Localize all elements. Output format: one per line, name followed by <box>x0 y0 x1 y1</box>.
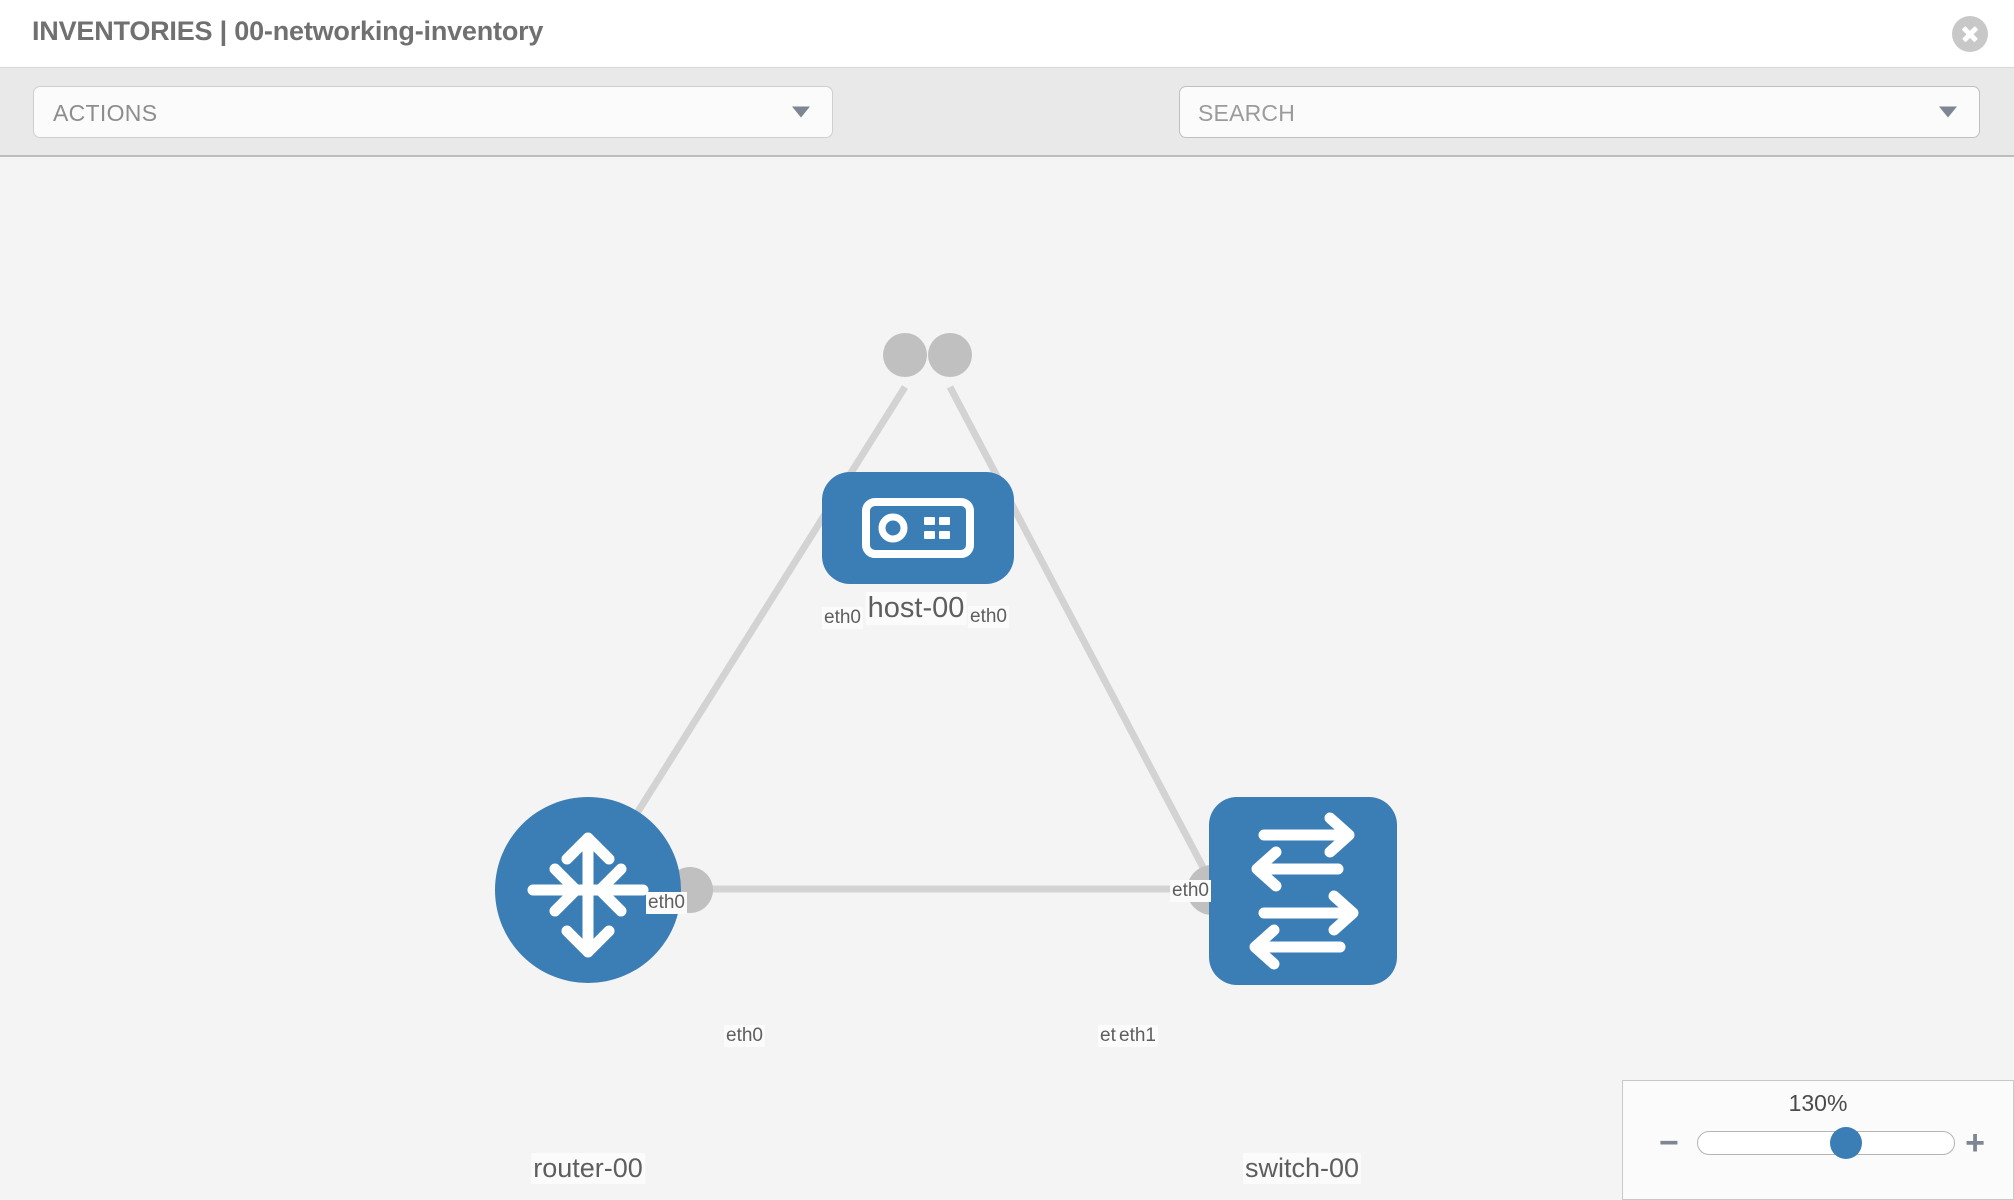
edge-group <box>597 385 1249 949</box>
edge-host-switch[interactable] <box>946 385 1249 949</box>
search-input[interactable]: SEARCH <box>1179 86 1980 138</box>
edge-label-host-router-near-router: eth0 <box>646 892 687 914</box>
edge-label-host-router-near-host: eth0 <box>822 607 863 629</box>
edge-host-router[interactable] <box>597 385 908 874</box>
zoom-in-button[interactable]: + <box>1965 1124 1985 1162</box>
page-header: INVENTORIES | 00-networking-inventory <box>0 0 2014 68</box>
node-switch-00-shape[interactable] <box>1209 797 1397 985</box>
edge-label-router-switch-near-router: eth0 <box>724 1025 765 1047</box>
zoom-control-panel: 130% − + <box>1622 1080 2014 1200</box>
zoom-level-value: 130% <box>1788 1090 1848 1116</box>
topology-graph <box>495 333 1397 985</box>
port-host-right[interactable] <box>928 333 972 377</box>
close-icon[interactable] <box>1952 16 1988 52</box>
chevron-down-icon[interactable] <box>1939 106 1957 118</box>
toolbar: ACTIONS SEARCH <box>0 68 2014 201</box>
edge-label-host-switch-near-host: eth0 <box>968 606 1009 628</box>
edge-label-host-switch-near-switch: eth0 <box>1170 880 1211 902</box>
node-label-host-00: host-00 <box>865 592 967 625</box>
switch-arrows-icon <box>1249 812 1359 970</box>
node-router-00[interactable] <box>495 797 681 983</box>
node-host-00-shape[interactable] <box>822 472 1014 584</box>
node-switch-00[interactable] <box>1209 797 1397 985</box>
topology-canvas[interactable]: host-00 router-00 switch-00 eth0 eth0 et… <box>0 157 2014 1200</box>
server-icon <box>862 498 974 558</box>
node-host-00[interactable] <box>822 472 1014 584</box>
zoom-slider-thumb[interactable] <box>1830 1127 1863 1159</box>
search-placeholder: SEARCH <box>1198 100 1296 126</box>
chevron-down-icon <box>792 106 810 118</box>
node-label-router-00: router-00 <box>531 1153 645 1184</box>
port-host-left[interactable] <box>883 333 927 377</box>
zoom-out-button[interactable]: − <box>1659 1124 1679 1162</box>
actions-dropdown[interactable]: ACTIONS <box>33 86 833 138</box>
edge-label-router-switch-near-switch: eth1 <box>1117 1025 1158 1047</box>
actions-dropdown-label: ACTIONS <box>53 100 158 126</box>
router-arrows-icon <box>527 832 649 958</box>
node-label-switch-00: switch-00 <box>1242 1153 1362 1184</box>
page-title: INVENTORIES | 00-networking-inventory <box>32 16 544 46</box>
zoom-slider-track[interactable] <box>1697 1127 1955 1159</box>
